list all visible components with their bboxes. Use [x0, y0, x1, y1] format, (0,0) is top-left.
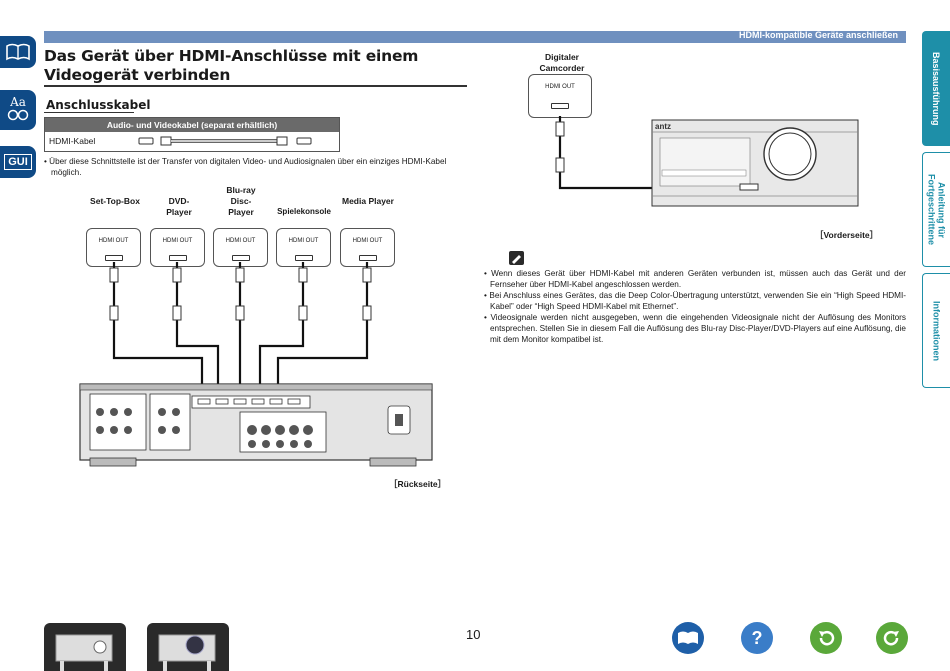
gui-text: GUI	[4, 154, 32, 170]
cable-table: Audio- und Videokabel (separat erhältlic…	[44, 117, 340, 152]
hdmi-port-icon	[105, 255, 123, 261]
list-item: • Bei Anschluss eines Gerätes, das die D…	[484, 291, 906, 311]
hdmi-port-icon	[551, 103, 569, 109]
hdmi-port-icon	[169, 255, 187, 261]
port-label: HDMI OUT	[545, 84, 575, 90]
note-pencil-icon	[509, 251, 524, 265]
back-icon[interactable]	[810, 622, 842, 654]
port-label: HDMI OUT	[98, 238, 129, 244]
tab-informationen[interactable]: Informationen	[922, 273, 950, 388]
thumbnail-remote[interactable]	[147, 623, 229, 671]
gui-icon[interactable]: GUI	[0, 146, 36, 178]
camcorder-label: Digitaler Camcorder	[539, 52, 585, 73]
caption-front: ［Vorderseite］	[815, 230, 879, 240]
hdmi-note: • Über diese Schnittstelle ist der Trans…	[44, 157, 447, 177]
cable-table-header: Audio- und Videokabel (separat erhältlic…	[45, 118, 339, 132]
forward-icon[interactable]	[876, 622, 908, 654]
port-label: HDMI OUT	[288, 238, 319, 244]
manual-book-icon[interactable]	[0, 36, 36, 68]
note-text: Videosignale werden nicht ausgegeben, we…	[490, 313, 906, 344]
device-bluray-player: HDMI OUT	[213, 228, 268, 267]
port-label: HDMI OUT	[352, 238, 383, 244]
page-number: 10	[466, 627, 481, 642]
subheading-underline	[44, 112, 134, 113]
help-icon[interactable]: ?	[741, 622, 773, 654]
port-label: HDMI OUT	[162, 238, 193, 244]
list-item: • Videosignale werden nicht ausgegeben, …	[484, 313, 906, 344]
caption-rear: ［Rückseite］	[389, 479, 447, 489]
tab-label: Basisausführung	[931, 51, 941, 126]
device-media-player: HDMI OUT	[340, 228, 395, 267]
hdmi-port-icon	[359, 255, 377, 261]
front-connection-diagram	[555, 116, 859, 207]
tab-label: Informationen	[931, 300, 942, 361]
hdmi-port-icon	[295, 255, 313, 261]
note-text: Bei Anschluss eines Gerätes, das die Dee…	[489, 291, 906, 311]
cable-table-row: HDMI-Kabel	[45, 132, 339, 151]
port-label: HDMI OUT	[225, 238, 256, 244]
device-label-media: Media Player	[342, 196, 394, 206]
section-header-bar: HDMI-kompatible Geräte anschließen	[44, 30, 906, 43]
device-camcorder: HDMI OUT	[528, 74, 592, 118]
tab-fortgeschrittene[interactable]: Anleitung für Fortgeschrittene	[922, 152, 950, 267]
list-item: • Wenn dieses Gerät über HDMI-Kabel mit …	[484, 269, 906, 289]
hdmi-cable-icon	[138, 136, 312, 146]
subheading: Anschlusskabel	[46, 98, 151, 112]
device-game-console: HDMI OUT	[276, 228, 331, 267]
manual-book-icon[interactable]	[672, 622, 704, 654]
title-divider	[44, 85, 467, 87]
cable-row-label: HDMI-Kabel	[49, 136, 96, 146]
thumbnail-front-panel[interactable]	[44, 623, 126, 671]
device-label-bluray: Blu-ray Disc-Player	[226, 185, 256, 217]
device-label-settop: Set-Top-Box	[90, 196, 140, 206]
rear-connection-diagram	[79, 262, 433, 467]
hdmi-note-text: Über diese Schnittstelle ist der Transfe…	[49, 157, 447, 177]
glossary-icon[interactable]: Aa	[0, 90, 36, 130]
page-title: Das Gerät über HDMI-Anschlüsse mit einem…	[44, 47, 419, 84]
hdmi-port-icon	[232, 255, 250, 261]
front-brand-text: antz	[655, 122, 671, 131]
tab-basisausfuehrung[interactable]: Basisausführung	[922, 31, 950, 146]
tab-label: Anleitung für Fortgeschrittene	[926, 173, 947, 245]
notes-list: • Wenn dieses Gerät über HDMI-Kabel mit …	[484, 268, 906, 345]
section-header-text: HDMI-kompatible Geräte anschließen	[738, 30, 898, 40]
device-settop-box: HDMI OUT	[86, 228, 141, 267]
device-label-game: Spielekonsole	[277, 207, 331, 216]
device-label-dvd: DVD-Player	[166, 196, 192, 217]
note-text: Wenn dieses Gerät über HDMI-Kabel mit an…	[490, 269, 906, 289]
glossary-text: Aa	[10, 95, 26, 109]
